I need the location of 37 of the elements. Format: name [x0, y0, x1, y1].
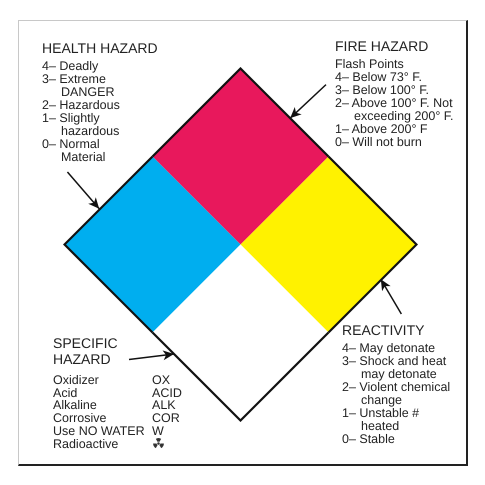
arrow: [66, 172, 100, 210]
rating-text: 3– Shock and heat may detonate: [342, 355, 448, 381]
rating-text: 1– Above 200° F: [335, 123, 429, 136]
diamond-quadrant: [150, 66, 330, 246]
arrow: [380, 278, 402, 314]
hazard-code: OX: [152, 374, 170, 387]
heading: FIRE HAZARD: [335, 38, 428, 54]
hazard-type: Oxidizer: [53, 374, 99, 387]
rating-text: 4– Deadly: [42, 60, 100, 73]
arrow: [290, 84, 327, 119]
rating-text: 0– Stable: [342, 433, 396, 446]
hazard-type: Acid: [53, 386, 78, 400]
hazard-code: ALK: [152, 399, 176, 412]
hazard-code: COR: [152, 412, 180, 425]
heading: HEALTH HAZARD: [42, 40, 158, 56]
rating-text: 2– Hazardous: [42, 99, 121, 112]
subheading: Flash Points: [335, 58, 405, 71]
hazard-type: Use NO WATER: [53, 424, 145, 438]
rating-text: 4– Below 73° F.: [335, 71, 423, 84]
hazard-type: Radioactive: [53, 438, 118, 450]
arrow: [128, 350, 174, 360]
rating-text: 1– Slightly hazardous: [42, 112, 120, 138]
hazard-type: Corrosive: [53, 412, 106, 425]
rating-text: 0– Will not burn: [335, 136, 423, 149]
hazard-code: W: [152, 424, 164, 438]
heading: REACTIVITY: [342, 322, 424, 338]
rating-text: 3– Below 100° F.: [335, 84, 430, 97]
rating-text: 0– Normal Material: [42, 138, 106, 164]
rating-text: 4– May detonate: [342, 342, 436, 355]
hazard-type: Alkaline: [53, 399, 97, 412]
diamond-quadrant: [150, 242, 330, 422]
rating-text: 2– Above 100° F. Not exceeding 200° F.: [335, 97, 455, 123]
heading: SPECIFIC HAZARD: [53, 335, 119, 367]
rating-text: 2– Violent chemical change: [342, 381, 452, 407]
hazard-code: ACID: [152, 386, 182, 400]
rating-text: 1– Unstable # heated: [342, 407, 420, 433]
rating-text: 3– Extreme DANGER: [42, 73, 116, 99]
